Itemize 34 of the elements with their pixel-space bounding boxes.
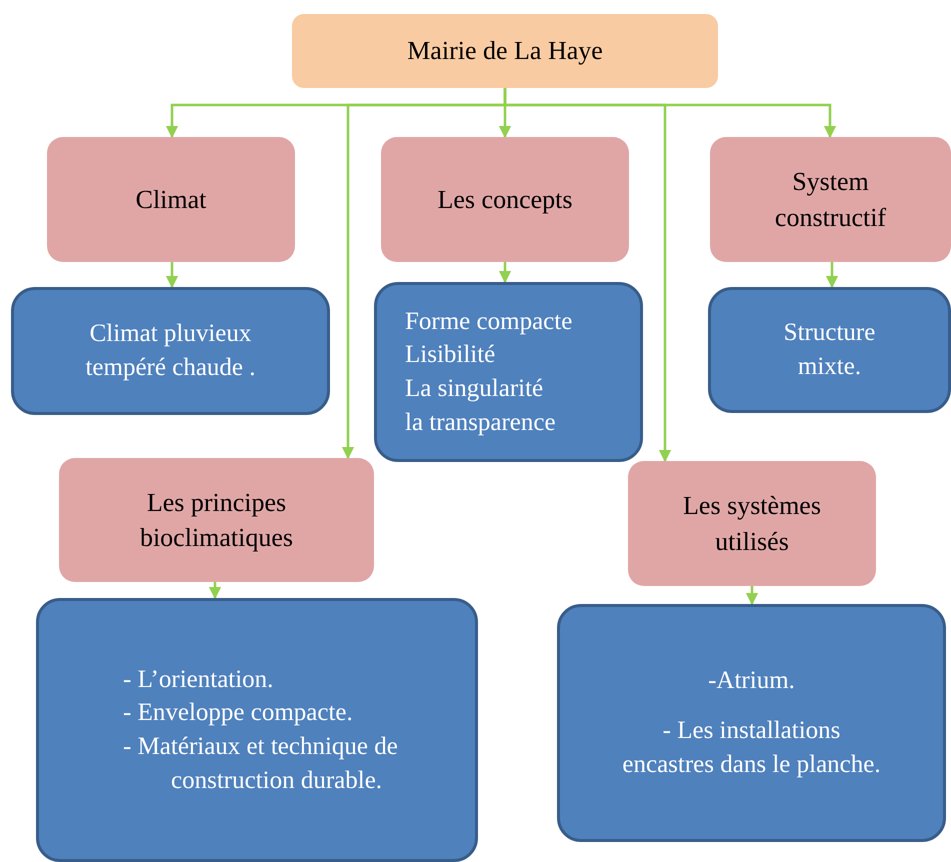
detail-text: La singularité (405, 374, 544, 404)
title-box (292, 14, 718, 88)
detail-text: - Enveloppe compacte. (123, 698, 354, 728)
detail-text: la transparence (405, 408, 557, 438)
arrow (826, 262, 838, 288)
box-label: Mairie de La Haye (407, 35, 603, 68)
arrow (504, 88, 672, 462)
detail-box (708, 287, 951, 413)
detail-text: Structure mixte. (782, 318, 876, 382)
detail-box (374, 282, 643, 462)
box-label: Les principes bioclimatiques (138, 486, 294, 554)
detail-text: Lisibilité (405, 340, 496, 370)
detail-text: Forme compacte (405, 306, 574, 336)
detail-text: Climat pluvieux tempéré chaude . (84, 319, 257, 383)
arrow (746, 586, 758, 606)
box-label: Climat (136, 184, 206, 216)
arrow (166, 262, 178, 288)
detail-text: - Les installations encastres dans le planche. (621, 716, 882, 780)
detail-box (36, 598, 478, 862)
detail-text: - L’orientation. (123, 664, 274, 694)
category-box (47, 137, 295, 262)
detail-text: - Matériaux et technique de construction durable. (123, 732, 399, 796)
arrow (208, 582, 222, 600)
detail-box (11, 287, 330, 415)
arrow (498, 262, 512, 284)
category-box (710, 137, 951, 262)
box-label: Les concepts (437, 184, 572, 216)
category-box (59, 458, 374, 582)
box-label: System constructif (774, 166, 888, 234)
detail-box (557, 604, 946, 842)
detail-text: -Atrium. (708, 666, 795, 696)
category-box (381, 137, 629, 262)
box-label: Les systèmes utilisés (682, 490, 822, 558)
category-box (628, 461, 876, 586)
